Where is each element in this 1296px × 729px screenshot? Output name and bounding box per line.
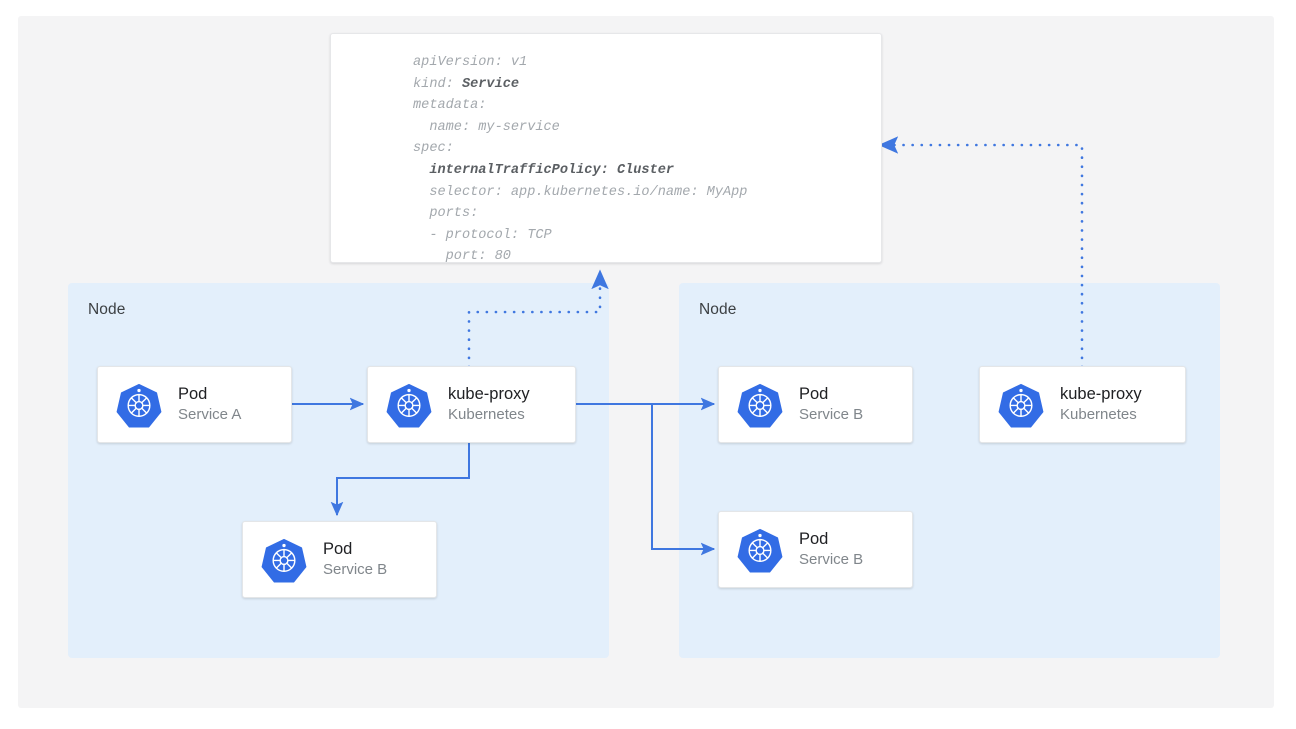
card-subtitle: Service A (178, 406, 242, 424)
yaml-line-metadata: metadata: (413, 98, 487, 114)
card-text-pod-service-b-remote-top: Pod Service B (799, 384, 863, 424)
yaml-line-protocol: - protocol: TCP (413, 227, 552, 243)
card-title: Pod (323, 540, 353, 559)
card-kube-proxy-left[interactable]: kube-proxy Kubernetes (367, 366, 576, 443)
card-title: kube-proxy (1060, 385, 1142, 404)
yaml-line-kind: kind: Service (413, 76, 520, 92)
card-pod-service-b-remote-bottom[interactable]: Pod Service B (718, 511, 913, 588)
yaml-line-name: name: my-service (413, 119, 560, 135)
yaml-line-internal-traffic-policy: internalTrafficPolicy: Cluster (413, 162, 675, 178)
service-manifest-panel: apiVersion: v1 kind: Service metadata: n… (330, 33, 882, 263)
yaml-line-spec: spec: (413, 141, 454, 157)
card-text-kube-proxy-right: kube-proxy Kubernetes (1060, 384, 1142, 424)
kubernetes-icon (116, 383, 162, 428)
card-text-kube-proxy-left: kube-proxy Kubernetes (448, 384, 530, 424)
card-pod-service-b-remote-top[interactable]: Pod Service B (718, 366, 913, 443)
card-subtitle: Service B (799, 406, 864, 424)
card-kube-proxy-right[interactable]: kube-proxy Kubernetes (979, 366, 1186, 443)
card-pod-service-b-local[interactable]: Pod Service B (242, 521, 437, 598)
kubernetes-icon (261, 538, 307, 583)
node-container-left: Node (68, 283, 609, 658)
node-label-right: Node (699, 301, 737, 318)
node-label-left: Node (88, 301, 126, 318)
card-text-pod-service-b-local: Pod Service B (323, 539, 387, 579)
node-container-right: Node (679, 283, 1220, 658)
card-text-pod-service-b-remote-bottom: Pod Service B (799, 529, 863, 569)
card-subtitle: Service B (799, 551, 864, 569)
kubernetes-icon (737, 528, 783, 573)
card-title: kube-proxy (448, 385, 530, 404)
yaml-line-selector: selector: app.kubernetes.io/name: MyApp (413, 184, 748, 200)
card-subtitle: Kubernetes (448, 406, 525, 424)
kubernetes-icon (386, 383, 432, 428)
card-pod-service-a[interactable]: Pod Service A (97, 366, 292, 443)
card-subtitle: Service B (323, 561, 388, 579)
kubernetes-icon (737, 383, 783, 428)
card-subtitle: Kubernetes (1060, 406, 1137, 424)
card-title: Pod (799, 385, 829, 404)
card-text-pod-service-a: Pod Service A (178, 384, 241, 424)
card-title: Pod (799, 530, 829, 549)
card-title: Pod (178, 385, 208, 404)
yaml-line-apiversion: apiVersion: v1 (413, 55, 528, 70)
yaml-line-ports: ports: (413, 206, 479, 222)
service-manifest-code: apiVersion: v1 kind: Service metadata: n… (413, 52, 748, 263)
kubernetes-icon (998, 383, 1044, 428)
yaml-line-port: port: 80 (413, 249, 511, 263)
